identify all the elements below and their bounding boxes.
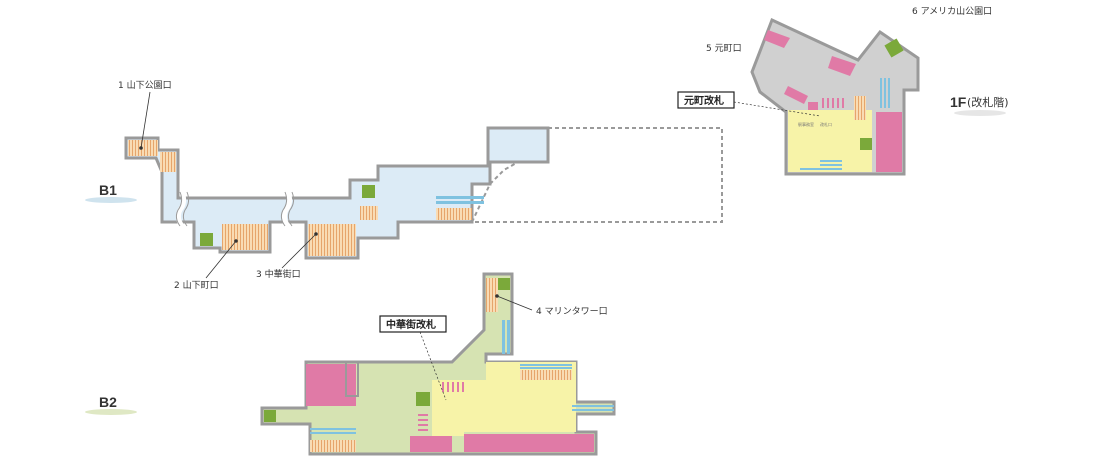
b1-floor: B1 1 山下公園口 2 山下町口 3 中華街口 bbox=[85, 80, 723, 291]
exit4-label: 4 マリンタワー口 bbox=[536, 306, 608, 317]
exit1-stairs-2 bbox=[160, 152, 176, 172]
f1-shop-1 bbox=[764, 30, 790, 48]
f1-escalator-vertical bbox=[880, 78, 890, 108]
b1-elevator-icon-2 bbox=[200, 233, 213, 246]
exit2-stairs bbox=[222, 224, 268, 250]
exit4-stairs bbox=[486, 278, 498, 312]
exit3-stairs bbox=[308, 224, 356, 256]
b1-floor-label: B1 bbox=[99, 182, 117, 198]
b1-floor-oval bbox=[85, 197, 137, 203]
b2-shop-bottom-left bbox=[410, 436, 452, 452]
b2-shop-left bbox=[306, 364, 356, 406]
f1-floor: 駅事務室 改札口 1F (改札階) 元町改札 5 元町口 6 アメリカ山公園口 bbox=[677, 6, 1009, 176]
f1-floor-label: 1F bbox=[950, 94, 967, 110]
b1-stairs-right bbox=[436, 208, 472, 220]
f1-shop-4 bbox=[808, 102, 818, 110]
b2-floor: B2 中華街改札 4 マリンタワー口 bbox=[85, 272, 616, 456]
f1-shop-3 bbox=[784, 86, 808, 104]
exit4-elevator-icon bbox=[498, 278, 510, 290]
exit3-label: 3 中華街口 bbox=[256, 268, 301, 280]
b2-stairs-bottom-left bbox=[310, 440, 356, 452]
b1-break-mark-left-line bbox=[175, 191, 190, 227]
b2-escalator-right bbox=[572, 405, 614, 411]
b2-escalator-bottom bbox=[310, 428, 356, 434]
b2-floor-oval bbox=[85, 409, 137, 415]
b1-escalator bbox=[436, 196, 484, 204]
b1-stairs-mid bbox=[360, 206, 378, 220]
b2-elevator-icon-center bbox=[416, 392, 430, 406]
b2-ticket-gates-top bbox=[442, 382, 464, 392]
b2-ticket-gates-left bbox=[418, 414, 428, 431]
f1-escalator-bottom bbox=[800, 160, 842, 170]
f1-shop-right bbox=[876, 112, 902, 172]
b2-escalator-vertical bbox=[502, 320, 510, 354]
chukagai-gate-leader bbox=[419, 331, 447, 401]
exit4-leader bbox=[496, 295, 533, 311]
exit3-dot bbox=[314, 232, 318, 236]
b1-break-mark-left bbox=[175, 191, 187, 228]
exit2-dot bbox=[234, 239, 238, 243]
chukagai-gate-box bbox=[379, 315, 447, 333]
exit1-stairs bbox=[128, 140, 158, 156]
f1-ticket-gates bbox=[822, 98, 844, 108]
motomachi-gate-leader bbox=[733, 101, 821, 117]
exit2-leader bbox=[205, 240, 237, 279]
exit1-dot bbox=[139, 146, 143, 150]
f1-small-label-b: 改札口 bbox=[820, 121, 832, 127]
exit2-label: 2 山下町口 bbox=[174, 280, 219, 291]
b2-shop-bottom-right bbox=[464, 434, 594, 452]
b1-break-mark-right bbox=[281, 191, 293, 228]
f1-yellow-area bbox=[788, 110, 872, 172]
f1-floor-sublabel: (改札階) bbox=[967, 95, 1009, 109]
exit3-leader bbox=[281, 233, 317, 269]
f1-elevator-icon-top bbox=[884, 38, 904, 58]
exit5-label: 5 元町口 bbox=[706, 44, 742, 54]
exit1-leader bbox=[140, 91, 151, 149]
motomachi-gate-box bbox=[677, 91, 735, 109]
chukagai-gate-label: 中華街改札 bbox=[386, 318, 436, 331]
b2-escalator-top bbox=[520, 364, 572, 369]
exit4-dot bbox=[495, 294, 499, 298]
b2-stairs-top-right bbox=[520, 370, 572, 380]
exit1-label: 1 山下公園口 bbox=[118, 80, 172, 91]
b2-inner-wall bbox=[345, 361, 359, 397]
f1-floor-oval bbox=[954, 110, 1006, 116]
b2-floor-label: B2 bbox=[99, 394, 117, 410]
exit6-label: 6 アメリカ山公園口 bbox=[912, 6, 992, 17]
b1-break-mark-right-line bbox=[280, 191, 295, 227]
motomachi-gate-label: 元町改札 bbox=[684, 94, 724, 107]
f1-shop-2 bbox=[828, 56, 856, 76]
b1-elevator-icon bbox=[362, 185, 375, 198]
b2-yellow-area bbox=[432, 362, 576, 436]
b2-elevator-icon-left bbox=[264, 410, 276, 422]
f1-stairs bbox=[854, 96, 866, 120]
f1-elevator-icon-right bbox=[860, 138, 872, 150]
f1-small-label-a: 駅事務室 bbox=[798, 121, 814, 127]
